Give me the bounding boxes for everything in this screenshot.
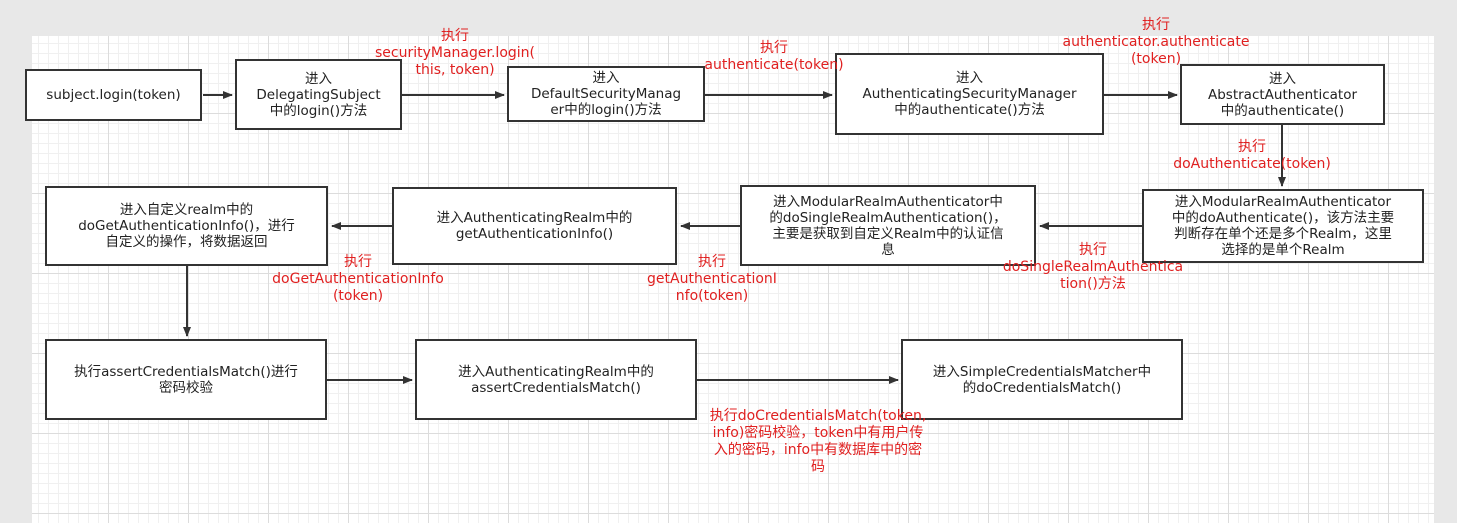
edge-label-do-get-authentication-info: 执行 doGetAuthenticationInfo (token) bbox=[272, 254, 444, 304]
node-subject-login-text: subject.login(token) bbox=[46, 87, 181, 103]
node-default-security-manager-text: 进入 DefaultSecurityManag er中的login()方法 bbox=[530, 70, 682, 118]
node-custom-realm-text: 进入自定义realm中的 doGetAuthenticationInfo()，进… bbox=[78, 202, 295, 250]
edge-label-get-authentication-info: 执行 getAuthenticationI nfo(token) bbox=[647, 254, 777, 304]
node-realm-get-authentication-info-text: 进入AuthenticatingRealm中的 getAuthenticatio… bbox=[436, 210, 633, 242]
node-abstract-authenticator: 进入 AbstractAuthenticator 中的authenticate(… bbox=[1180, 64, 1385, 125]
node-default-security-manager: 进入 DefaultSecurityManag er中的login()方法 bbox=[507, 66, 705, 122]
node-simple-credentials-matcher: 进入SimpleCredentialsMatcher中 的doCredentia… bbox=[901, 339, 1183, 420]
node-realm-assert-credentials-match: 进入AuthenticatingRealm中的 assertCredential… bbox=[415, 339, 697, 420]
edge-label-do-single-realm-authentication: 执行 doSingleRealmAuthentica tion()方法 bbox=[1002, 242, 1184, 292]
node-abstract-authenticator-text: 进入 AbstractAuthenticator 中的authenticate(… bbox=[1207, 70, 1357, 119]
edge-label-authenticate: 执行 authenticate(token) bbox=[704, 40, 844, 73]
node-subject-login: subject.login(token) bbox=[25, 69, 202, 121]
node-delegating-subject: 进入 DelegatingSubject 中的login()方法 bbox=[235, 59, 402, 130]
node-modular-single-realm: 进入ModularRealmAuthenticator中 的doSingleRe… bbox=[740, 185, 1036, 266]
node-assert-credentials-match-text: 执行assertCredentialsMatch()进行 密码校验 bbox=[74, 363, 298, 396]
node-authenticating-security-manager-text: 进入 AuthenticatingSecurityManager 中的authe… bbox=[862, 70, 1077, 118]
node-authenticating-security-manager: 进入 AuthenticatingSecurityManager 中的authe… bbox=[835, 53, 1104, 135]
node-realm-assert-credentials-match-text: 进入AuthenticatingRealm中的 assertCredential… bbox=[458, 363, 654, 396]
edge-label-do-authenticate: 执行 doAuthenticate(token) bbox=[1173, 139, 1331, 172]
edge-label-do-credentials-match: 执行doCredentialsMatch(token, info)密码校验，to… bbox=[709, 408, 927, 475]
node-delegating-subject-text: 进入 DelegatingSubject 中的login()方法 bbox=[256, 70, 381, 119]
node-simple-credentials-matcher-text: 进入SimpleCredentialsMatcher中 的doCredentia… bbox=[932, 363, 1152, 396]
node-modular-do-authenticate-text: 进入ModularRealmAuthenticator 中的doAuthenti… bbox=[1171, 194, 1395, 258]
edge-label-security-manager-login: 执行 securityManager.login( this, token) bbox=[375, 28, 535, 78]
node-assert-credentials-match: 执行assertCredentialsMatch()进行 密码校验 bbox=[45, 339, 327, 420]
edge-label-authenticator-authenticate: 执行 authenticator.authenticate (token) bbox=[1062, 17, 1250, 67]
node-realm-get-authentication-info: 进入AuthenticatingRealm中的 getAuthenticatio… bbox=[392, 187, 677, 265]
node-modular-do-authenticate: 进入ModularRealmAuthenticator 中的doAuthenti… bbox=[1142, 189, 1424, 263]
node-modular-single-realm-text: 进入ModularRealmAuthenticator中 的doSingleRe… bbox=[769, 193, 1007, 258]
node-custom-realm: 进入自定义realm中的 doGetAuthenticationInfo()，进… bbox=[45, 186, 328, 266]
